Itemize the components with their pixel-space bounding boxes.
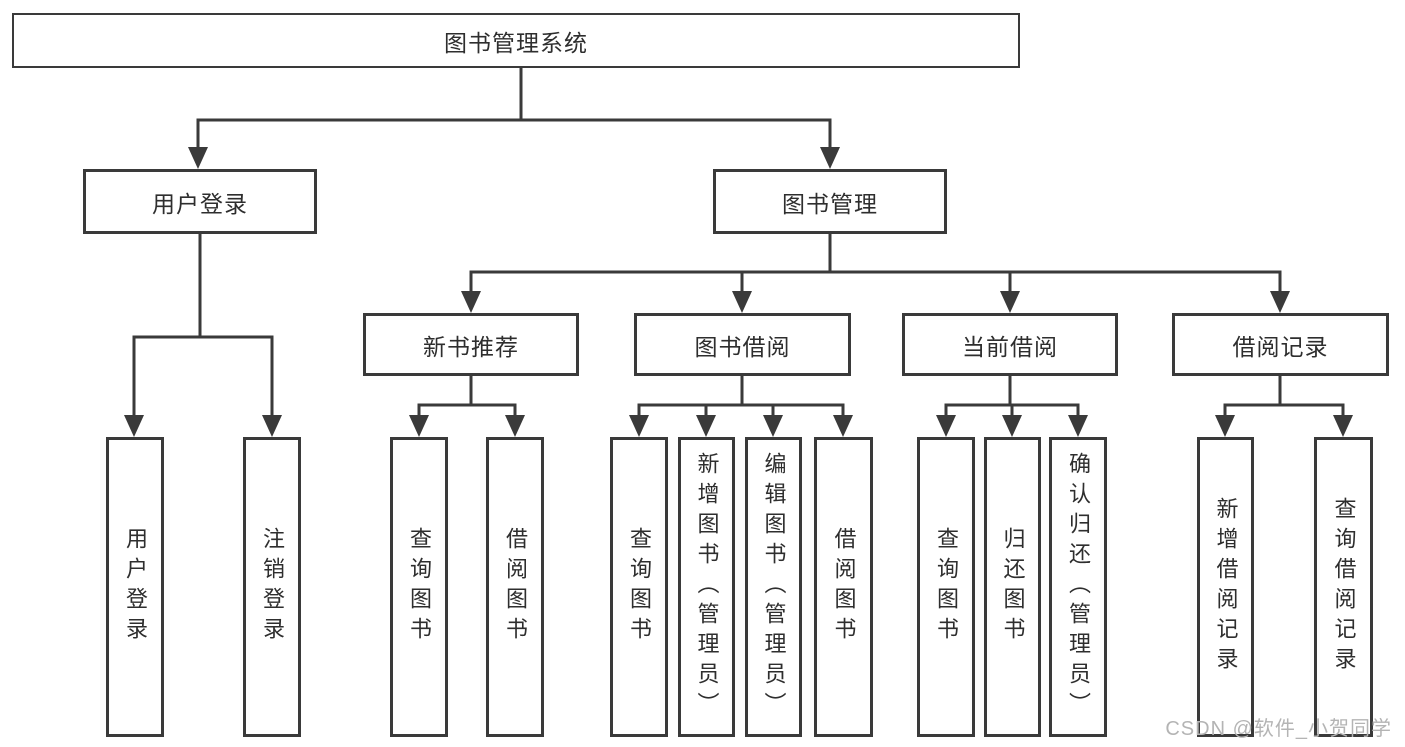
connector-root-to-level2 — [196, 68, 832, 152]
node-user-login-branch: 用户登录 — [83, 169, 317, 234]
leaf-bb-add-books: 新增图书（管理员） — [678, 437, 735, 737]
arrow-down-icon — [1270, 291, 1290, 313]
arrow-down-icon — [188, 147, 208, 169]
node-book-management-branch: 图书管理 — [713, 169, 947, 234]
leaf-cb-query-books: 查询图书 — [917, 437, 975, 737]
node-new-book-recommend: 新书推荐 — [363, 313, 579, 376]
arrow-down-icon — [833, 415, 853, 437]
leaf-bb-borrow-books: 借阅图书 — [814, 437, 873, 737]
arrow-down-icon — [1002, 415, 1022, 437]
leaf-rec-borrow-books: 借阅图书 — [486, 437, 544, 737]
arrow-down-icon — [1333, 415, 1353, 437]
arrow-down-icon — [124, 415, 144, 437]
connector-user-login-to-leaves — [132, 233, 274, 420]
watermark: CSDN @软件_小贺同学 — [1165, 718, 1392, 740]
connector-new-book-recommend-to-leaves — [417, 376, 517, 421]
leaf-logout: 注销登录 — [243, 437, 301, 737]
leaf-cb-return-books: 归还图书 — [984, 437, 1041, 737]
leaf-user-login: 用户登录 — [106, 437, 164, 737]
arrow-down-icon — [763, 415, 783, 437]
node-borrow-records: 借阅记录 — [1172, 313, 1389, 376]
arrow-down-icon — [732, 291, 752, 313]
arrow-down-icon — [820, 147, 840, 169]
connector-book-borrow-to-leaves — [637, 376, 845, 421]
connector-current-borrow-to-leaves — [944, 376, 1080, 421]
arrow-down-icon — [936, 415, 956, 437]
leaf-rec-query-books: 查询图书 — [390, 437, 448, 737]
leaf-br-add-record: 新增借阅记录 — [1197, 437, 1254, 737]
node-current-borrow: 当前借阅 — [902, 313, 1118, 376]
arrow-down-icon — [409, 415, 429, 437]
connector-borrow-records-to-leaves — [1223, 376, 1345, 421]
arrow-down-icon — [461, 291, 481, 313]
arrow-down-icon — [629, 415, 649, 437]
arrow-down-icon — [1068, 415, 1088, 437]
arrow-down-icon — [1215, 415, 1235, 437]
leaf-br-query-record: 查询借阅记录 — [1314, 437, 1373, 737]
node-book-borrow: 图书借阅 — [634, 313, 851, 376]
leaf-bb-edit-books: 编辑图书（管理员） — [745, 437, 802, 737]
arrow-down-icon — [1000, 291, 1020, 313]
connector-book-management-to-level3 — [469, 233, 1282, 296]
node-root: 图书管理系统 — [12, 13, 1020, 68]
arrow-down-icon — [696, 415, 716, 437]
arrow-down-icon — [262, 415, 282, 437]
leaf-bb-query-books: 查询图书 — [610, 437, 668, 737]
arrow-down-icon — [505, 415, 525, 437]
leaf-cb-confirm-return: 确认归还（管理员） — [1049, 437, 1107, 737]
